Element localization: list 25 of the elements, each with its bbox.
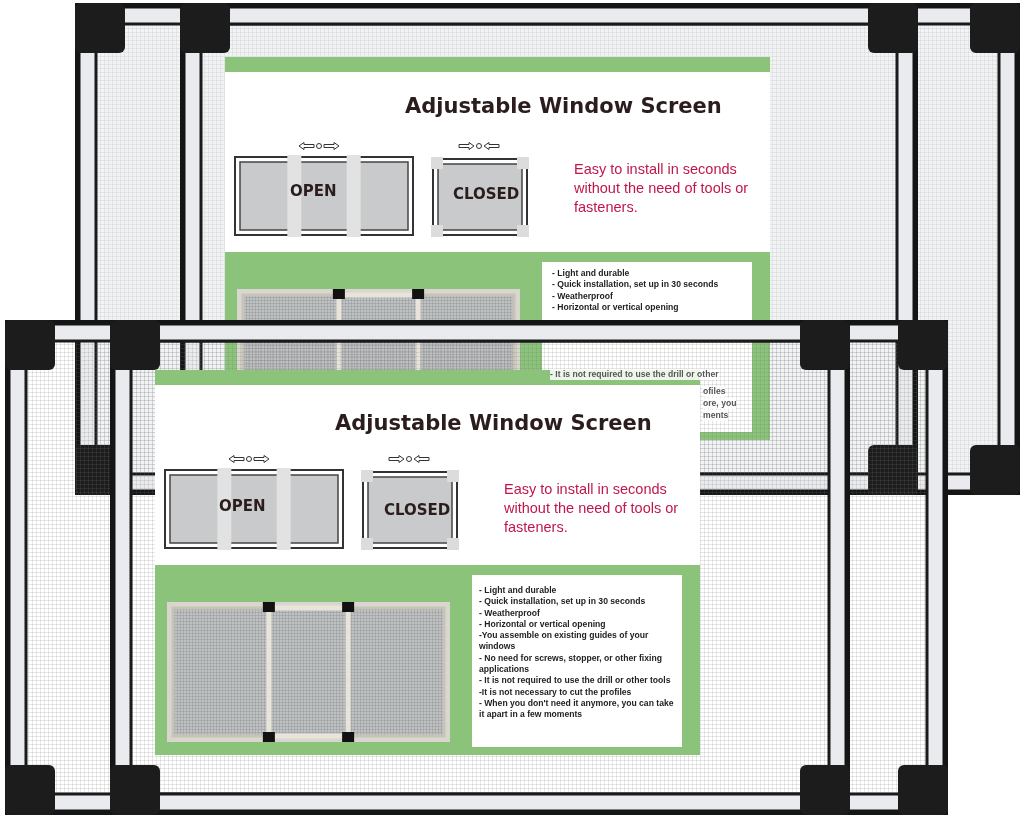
heading: Adjustable Window Screen (405, 94, 722, 119)
feature-list-item: - It is not required to use the drill or other tools (478, 675, 672, 687)
feature-list-item: - Quick installation, set up in 30 seconds (551, 279, 720, 291)
feature-list-item: - Light and durable (551, 268, 631, 280)
heading: Adjustable Window Screen (335, 411, 652, 436)
feature-list-item: - Horizontal or vertical opening (551, 301, 680, 314)
window-state-label: OPEN (219, 498, 266, 516)
feature-list-item: - It is not required to use the drill or other (550, 369, 719, 381)
window-state-label: CLOSED (453, 186, 520, 204)
feature-list-item: - Quick installation, set up in 30 seconds (478, 596, 647, 608)
feature-list-item: -You assemble on existing guides of your windows (478, 630, 650, 653)
feature-list-item: - No need for screws, stopper, or other fixing applications (478, 652, 663, 676)
feature-list-item: - Weatherproof (551, 290, 614, 302)
feature-list-item: ments (703, 410, 729, 422)
feature-list-item: ore, you (703, 398, 737, 410)
feature-list-item: -It is not necessary to cut the profiles (478, 686, 633, 698)
feature-list-item: - Weatherproof (478, 607, 541, 619)
window-state-label: CLOSED (384, 502, 451, 520)
window-state-label: OPEN (290, 183, 337, 201)
feature-list-item: - Horizontal or vertical opening (478, 618, 607, 631)
feature-list-item: ofiles (703, 386, 726, 398)
feature-text: Easy to install in seconds without the need of tools or fasteners. (574, 160, 750, 217)
feature-text: Easy to install in seconds without the need of tools or fasteners. (504, 480, 680, 537)
feature-list-item: - When you don't need it anymore, you can take it apart in a few moments (478, 697, 675, 721)
feature-list-item: - Light and durable (478, 585, 558, 597)
